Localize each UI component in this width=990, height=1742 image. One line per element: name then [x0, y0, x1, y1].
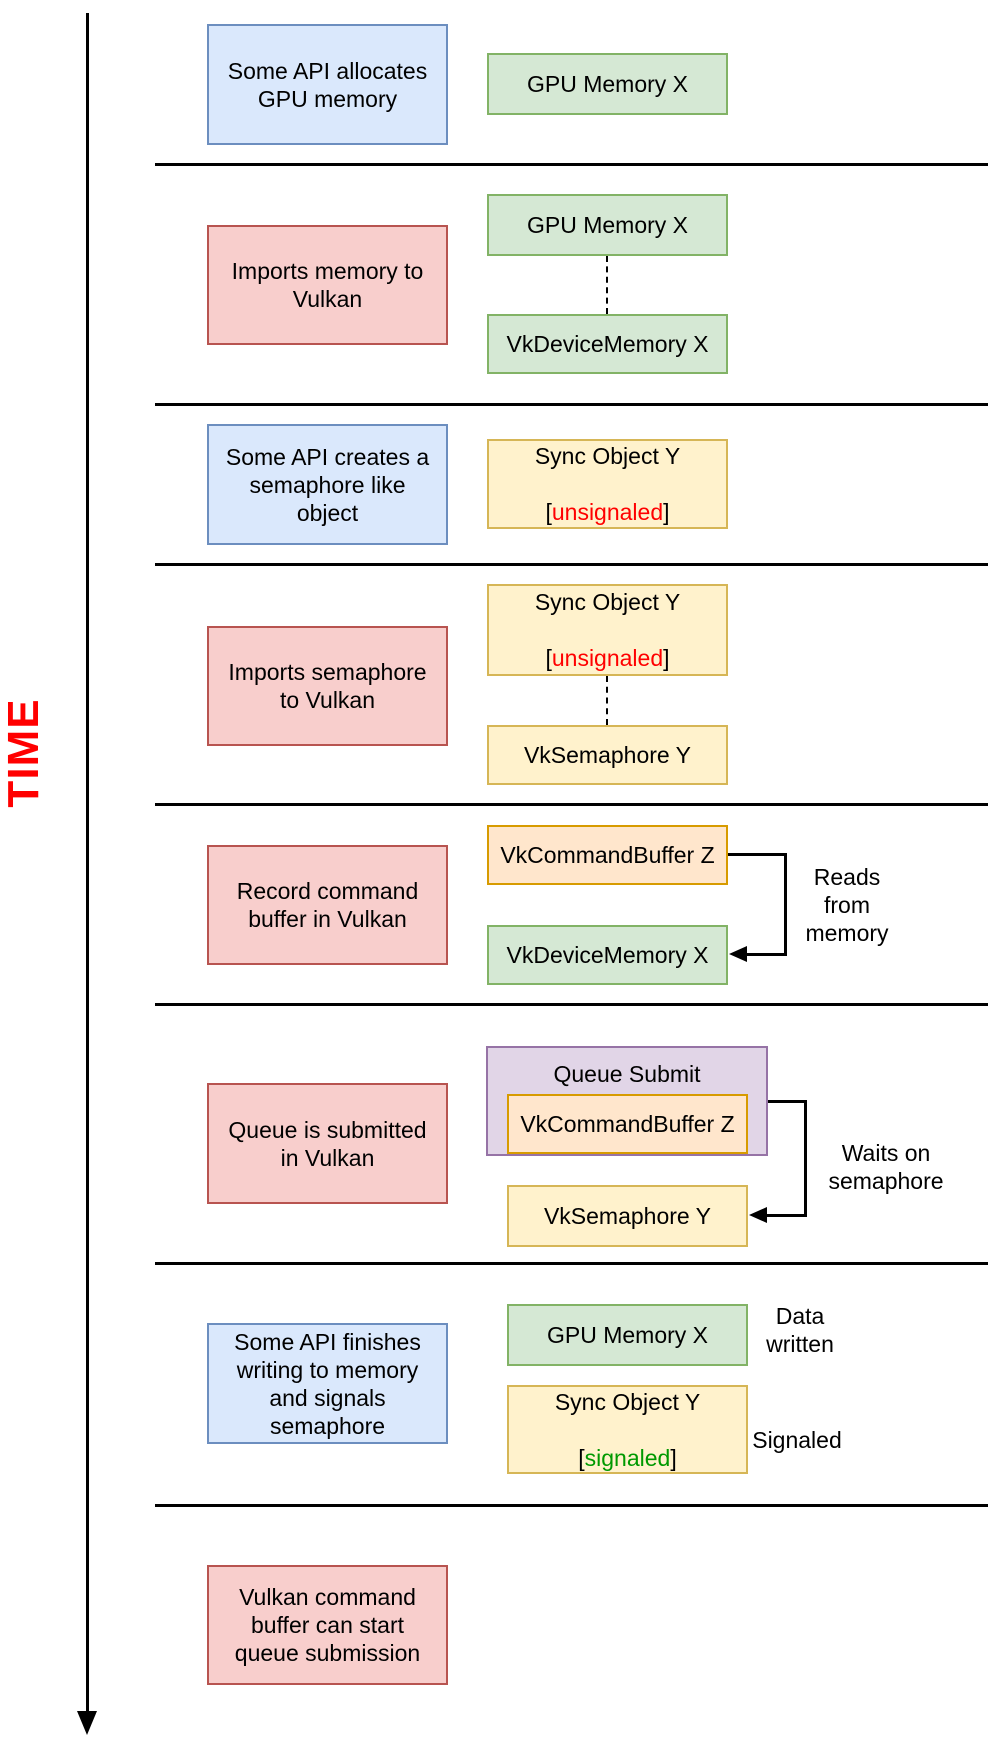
- object-vk-command-buffer-z: VkCommandBuffer Z: [487, 825, 728, 885]
- object-gpu-memory-x: GPU Memory X: [487, 194, 728, 256]
- object-vk-semaphore-y: VkSemaphore Y: [507, 1185, 748, 1247]
- action-imports-memory: Imports memory to Vulkan: [207, 225, 448, 345]
- object-vk-semaphore-y: VkSemaphore Y: [487, 725, 728, 785]
- object-vk-device-memory-x: VkDeviceMemory X: [487, 314, 728, 374]
- action-record-command-buffer: Record command buffer in Vulkan: [207, 845, 448, 965]
- import-link-dashed: [606, 676, 608, 725]
- annotation-signaled: Signaled: [752, 1427, 842, 1453]
- time-axis-arrowhead-icon: [77, 1711, 97, 1735]
- object-vk-device-memory-x: VkDeviceMemory X: [487, 925, 728, 985]
- annotation-reads-from-memory: Reads from memory: [805, 864, 889, 946]
- row-divider: [155, 163, 988, 166]
- row-divider: [155, 563, 988, 566]
- time-axis-line: [86, 13, 89, 1713]
- object-name: Sync Object Y: [554, 1388, 701, 1415]
- object-sync-object-y: Sync Object Y [unsignaled]: [487, 439, 728, 529]
- connector-segment: [768, 1100, 807, 1103]
- object-gpu-memory-x: GPU Memory X: [507, 1304, 748, 1366]
- action-queue-submitted: Queue is submitted in Vulkan: [207, 1083, 448, 1204]
- action-imports-semaphore: Imports semaphore to Vulkan: [207, 626, 448, 746]
- row-divider: [155, 1504, 988, 1507]
- object-vk-command-buffer-z: VkCommandBuffer Z: [507, 1094, 748, 1154]
- object-sync-object-y: Sync Object Y [unsignaled]: [487, 584, 728, 676]
- bracket: ]: [663, 645, 670, 671]
- import-link-dashed: [606, 256, 608, 314]
- state-signaled: signaled: [584, 1444, 671, 1471]
- object-sync-object-y: Sync Object Y [signaled]: [507, 1385, 748, 1474]
- row-divider: [155, 1262, 988, 1265]
- object-label: Sync Object Y [unsignaled]: [535, 414, 680, 554]
- object-label: Sync Object Y [signaled]: [555, 1360, 700, 1500]
- connector-segment: [745, 953, 787, 956]
- object-name: Sync Object Y: [534, 443, 681, 469]
- bracket: [: [545, 499, 552, 525]
- time-axis-label: TIME: [0, 698, 48, 808]
- connector-segment: [766, 1214, 807, 1217]
- connector-segment: [728, 853, 787, 856]
- object-state-line: [unsignaled]: [535, 498, 680, 526]
- object-state-line: [signaled]: [555, 1444, 700, 1472]
- arrowhead-icon: [729, 946, 747, 962]
- bracket: ]: [670, 1444, 677, 1471]
- connector-segment: [804, 1100, 807, 1214]
- row-divider: [155, 403, 988, 406]
- action-allocates-gpu-memory: Some API allocates GPU memory: [207, 24, 448, 145]
- object-label: Sync Object Y [unsignaled]: [535, 560, 680, 700]
- connector-segment: [784, 853, 787, 956]
- object-name: Sync Object Y: [534, 589, 681, 615]
- row-divider: [155, 1003, 988, 1006]
- action-finishes-writing-signals: Some API finishes writing to memory and …: [207, 1323, 448, 1444]
- action-can-start-queue-submission: Vulkan command buffer can start queue su…: [207, 1565, 448, 1685]
- queue-submit-label: Queue Submit: [553, 1061, 701, 1087]
- annotation-waits-on-semaphore: Waits on semaphore: [828, 1140, 944, 1194]
- action-creates-semaphore: Some API creates a semaphore like object: [207, 424, 448, 545]
- bracket: ]: [663, 499, 670, 525]
- bracket: [: [545, 645, 552, 671]
- bracket: [: [578, 1444, 585, 1471]
- state-unsignaled: unsignaled: [551, 645, 664, 671]
- row-divider: [155, 803, 988, 806]
- arrowhead-icon: [749, 1207, 767, 1223]
- object-state-line: [unsignaled]: [535, 644, 680, 672]
- annotation-data-written: Data written: [766, 1303, 834, 1357]
- object-gpu-memory-x: GPU Memory X: [487, 53, 728, 115]
- state-unsignaled: unsignaled: [551, 499, 664, 525]
